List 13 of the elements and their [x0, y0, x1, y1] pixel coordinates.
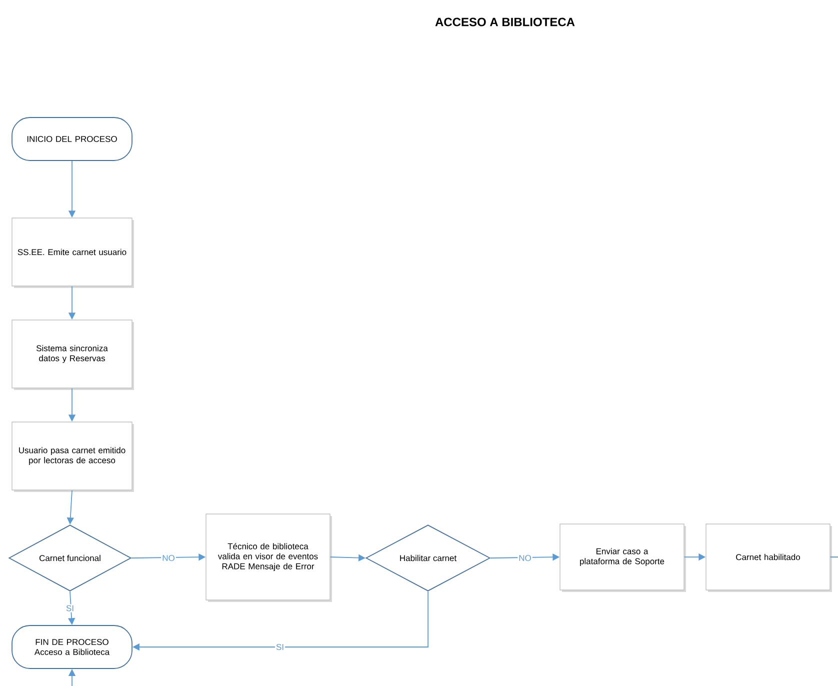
title: ACCESO A BIBLIOTECA	[435, 18, 575, 26]
terminal-box: FIN DE PROCESO Acceso a Biblioteca	[12, 625, 132, 669]
process-box: SS.EE. Emite carnet usuario	[12, 218, 134, 288]
process-box: Técnico de biblioteca valida en visor de eventos RADE Mensaje de Error	[206, 514, 332, 602]
edge-label: SI	[275, 643, 286, 652]
process-box: Usuario pasa carnet emitido por lectoras de acceso	[12, 422, 134, 492]
edge-label: SI	[64, 604, 76, 612]
terminal-box: INICIO DEL PROCESO	[12, 117, 132, 161]
edge-label: NO	[161, 554, 176, 562]
process-box: Carnet habilitado	[706, 524, 832, 592]
process-box: Enviar caso a plataforma de Soporte	[560, 524, 686, 592]
process-box: Sistema sincroniza datos y Reservas	[12, 320, 134, 390]
edge-label: NO	[518, 554, 532, 562]
